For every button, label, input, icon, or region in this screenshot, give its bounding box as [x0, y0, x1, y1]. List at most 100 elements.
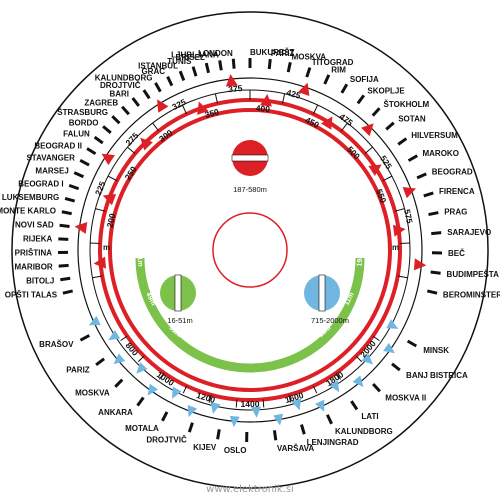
station-bar: [102, 125, 112, 134]
station-bar: [231, 58, 236, 69]
station-bar: [161, 411, 169, 422]
lw-station-marker: [210, 402, 221, 414]
station-bar: [68, 183, 80, 191]
station-label: OPŠTI TALAS: [5, 291, 58, 300]
lw-stations: BRAŠOVPARIZMOSKVAANKARAMOTALADROJTVIČKIJ…: [39, 334, 468, 455]
lw-station-marker: [108, 330, 121, 341]
station-bar: [64, 196, 76, 203]
station-bar: [323, 74, 331, 85]
station-label: GRAC: [141, 67, 165, 76]
station-label: PRAG: [444, 207, 467, 216]
station-label: ISTANBUL: [138, 62, 178, 71]
lw-station-marker: [88, 316, 101, 326]
lw-knob[interactable]: [304, 274, 340, 312]
sw-band-label: 25m: [202, 348, 218, 360]
station-bar: [428, 211, 439, 217]
mw-tick: [92, 275, 103, 279]
station-bar: [114, 378, 124, 388]
mw-tick: [107, 175, 118, 182]
lw-tick: [312, 385, 318, 394]
station-label: BRAŠOV: [39, 340, 74, 349]
station-label: PARIZ: [271, 49, 295, 58]
mw-tick: [340, 122, 348, 132]
lw-station-marker: [229, 415, 240, 428]
station-label: VARŠAVA: [277, 444, 315, 453]
station-label: BEOGRAD II: [34, 141, 82, 150]
lw-station-marker: [273, 413, 284, 426]
mw-knob[interactable]: [231, 140, 269, 176]
station-label: FALUN: [63, 130, 90, 139]
station-label: MINSK: [423, 346, 449, 355]
lw-tick: [158, 372, 165, 380]
mw-station-marker: [157, 99, 169, 113]
station-label: MOSKVA: [292, 52, 327, 61]
station-label: BITOLJ: [26, 277, 54, 286]
station-bar: [416, 172, 427, 180]
mw-station-marker: [93, 256, 107, 269]
station-bar: [385, 121, 395, 131]
station-bar: [166, 75, 174, 87]
mw-tick: [364, 146, 373, 154]
station-label: BARI: [109, 89, 129, 98]
station-label: BRISEL: [176, 53, 205, 62]
station-label: LUKSEMBURG: [2, 193, 59, 202]
scale-ticks: [90, 90, 410, 408]
center-hole: [212, 212, 288, 288]
mw-tick: [394, 208, 405, 212]
station-bar: [372, 383, 381, 393]
sw-knob[interactable]: [160, 274, 196, 312]
station-label: MONTE KARLO: [0, 207, 56, 216]
station-bar: [371, 107, 381, 117]
mw-tick: [152, 122, 160, 132]
lw-station-marker: [291, 398, 302, 411]
station-label: DROJTVIČ: [100, 81, 141, 90]
lw-station-marker: [352, 375, 364, 388]
station-label: KALUNDBORG: [95, 74, 153, 83]
station-bar: [430, 270, 441, 275]
mw-station-marker: [298, 82, 310, 96]
mw-tick: [95, 208, 106, 212]
lw-knob-label: 715-2000m: [311, 316, 349, 325]
station-label: TITOGRAD: [312, 58, 354, 67]
mw-scale-label: 375: [228, 83, 243, 94]
lw-station-marker: [251, 406, 262, 418]
station-bar: [93, 135, 104, 145]
station-label: STAVANGER: [26, 154, 75, 163]
station-bar: [356, 94, 366, 105]
station-bar: [431, 231, 442, 236]
mw-knob-label: 187-580m: [233, 185, 267, 194]
station-label: RIJEKA: [23, 234, 53, 243]
station-bar: [340, 83, 349, 94]
station-label: BEROMINSTER: [443, 291, 500, 300]
mw-tick: [214, 93, 219, 104]
dial-outer-ring: [11, 11, 489, 489]
station-label: MOSKVA: [75, 388, 110, 397]
lw-tick: [208, 394, 212, 403]
station-label: RIM: [331, 65, 346, 74]
station-bar: [191, 66, 198, 77]
station-label: SOFIJA: [350, 75, 379, 84]
station-label: DROJTVIČ: [146, 436, 187, 445]
lw-tick: [262, 399, 265, 408]
lw-markers: [88, 316, 399, 428]
mw-markers: [74, 74, 427, 271]
mw-station-marker: [321, 116, 333, 130]
station-bar: [61, 210, 72, 216]
station-label: ZAGREB: [84, 98, 118, 107]
mw-scale-label: 425: [285, 87, 302, 101]
station-label: NOVI SAD: [15, 220, 54, 229]
station-label: OSLO: [224, 446, 247, 455]
lw-station-marker: [136, 362, 148, 374]
station-label: KALUNDBORG: [335, 427, 393, 436]
station-bar: [406, 339, 418, 348]
station-bar: [79, 334, 91, 342]
station-label: SOTAN: [398, 115, 426, 124]
station-bar: [218, 60, 223, 71]
mw-tick: [181, 104, 188, 115]
mw-station-marker: [225, 74, 238, 87]
lw-scale-label: 1400: [241, 399, 260, 409]
station-label: ANKARA: [98, 408, 133, 417]
sw-green-band: [135, 257, 365, 373]
station-label: TUNIS: [167, 57, 192, 66]
